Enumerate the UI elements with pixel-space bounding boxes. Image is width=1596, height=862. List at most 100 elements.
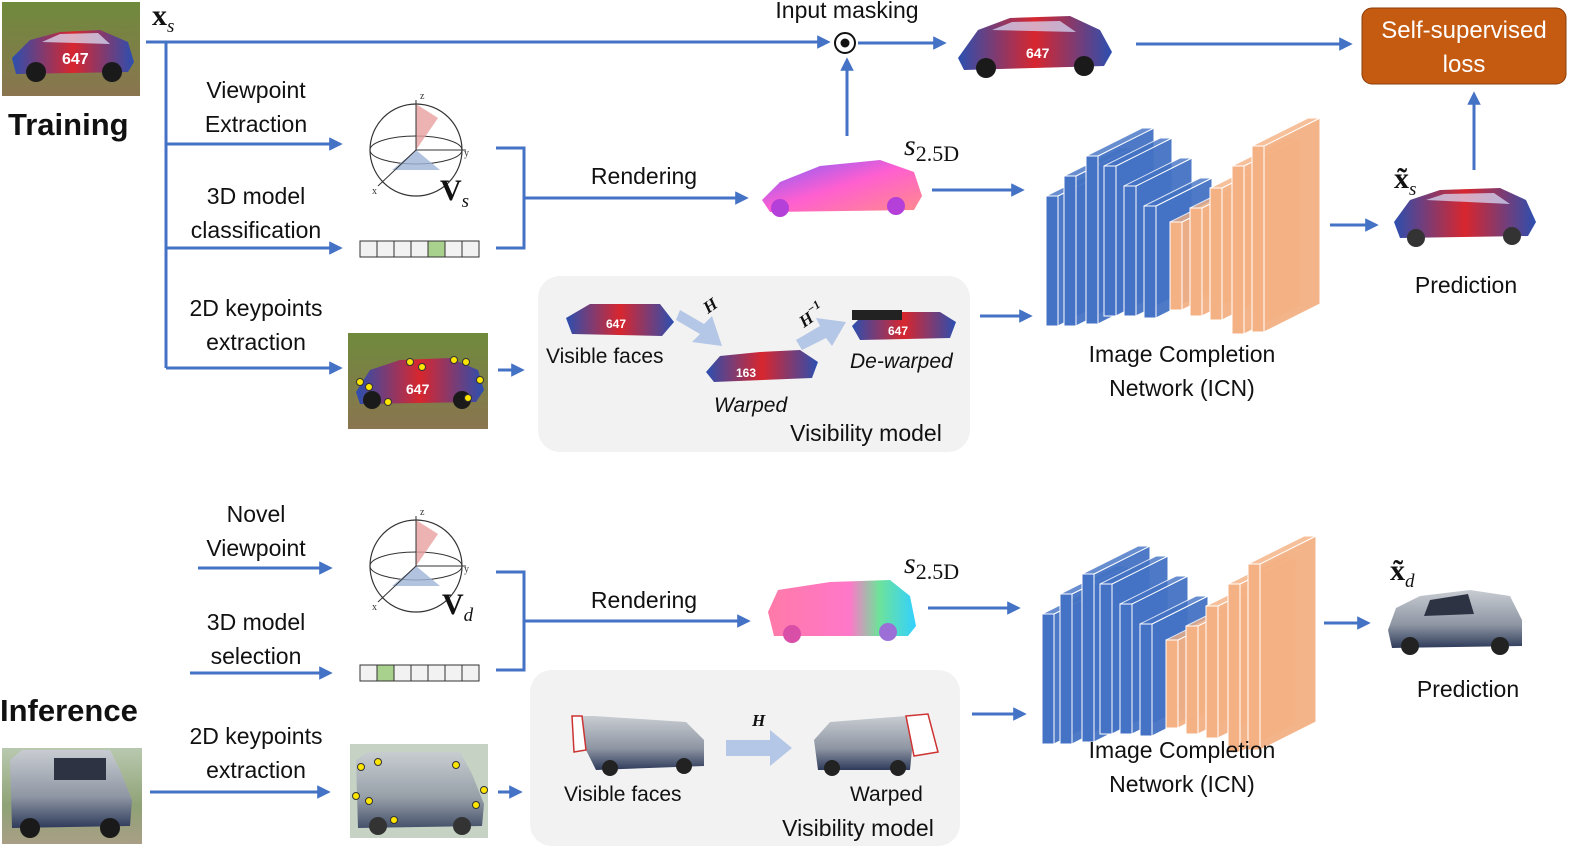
viewpoint-extraction-label-1: Viewpoint bbox=[206, 77, 306, 103]
one-hot-cell bbox=[393, 240, 412, 258]
icn-network-inference bbox=[1041, 535, 1317, 753]
inference-prediction-image bbox=[1388, 590, 1522, 655]
inference-bracket bbox=[496, 570, 526, 672]
one-hot-cell bbox=[376, 240, 395, 258]
icn-layer-front bbox=[1081, 573, 1095, 743]
icn-layer-front bbox=[1169, 221, 1183, 311]
novel-viewpoint-label-1: Novel bbox=[227, 501, 286, 527]
viewpoint-sphere-icon-inference: z y x bbox=[369, 507, 469, 613]
one-hot-cell bbox=[444, 240, 463, 258]
one-hot-cell bbox=[444, 664, 463, 682]
warped-label-inference: Warped bbox=[850, 783, 923, 806]
icn-label-2-inference: Network (ICN) bbox=[1109, 771, 1255, 797]
icn-label-2-train: Network (ICN) bbox=[1109, 375, 1255, 401]
inference-rendered-car bbox=[768, 580, 916, 643]
inference-visibility-panel bbox=[530, 670, 960, 846]
svg-text:y: y bbox=[464, 148, 469, 159]
svg-text:z: z bbox=[420, 507, 425, 518]
dewarped-label-train: De-warped bbox=[850, 350, 954, 373]
icn-layer-front bbox=[1139, 623, 1153, 737]
viewpoint-symbol-train: Vs bbox=[440, 174, 469, 212]
svg-text:647: 647 bbox=[888, 324, 908, 338]
icn-layer-side bbox=[1263, 117, 1321, 333]
loss-label-line2: loss bbox=[1443, 51, 1486, 78]
icn-label-1-inference: Image Completion bbox=[1089, 737, 1276, 763]
svg-text:647: 647 bbox=[406, 381, 430, 397]
svg-text:163: 163 bbox=[736, 366, 756, 380]
inference-prediction-label: Prediction bbox=[1417, 676, 1519, 702]
icn-layer-front bbox=[1123, 185, 1137, 317]
keypoints-label-2-train: extraction bbox=[206, 329, 306, 355]
icn-layer-front bbox=[1185, 625, 1199, 735]
novel-viewpoint-label-2: Viewpoint bbox=[206, 535, 306, 561]
visibility-model-label-inference: Visibility model bbox=[782, 815, 934, 841]
icn-layer-front bbox=[1189, 207, 1203, 317]
inference-input-image bbox=[2, 748, 142, 844]
icn-layer-front bbox=[1085, 155, 1099, 325]
training-s25d-label: s2.5D bbox=[904, 129, 959, 166]
inference-s25d-label: s2.5D bbox=[904, 547, 959, 584]
svg-text:647: 647 bbox=[62, 51, 89, 68]
one-hot-cell bbox=[393, 664, 412, 682]
one-hot-vector-icon-inference bbox=[359, 664, 480, 682]
svg-text:z: z bbox=[420, 91, 425, 102]
training-section-label: Training bbox=[8, 107, 129, 142]
svg-text:y: y bbox=[464, 564, 469, 575]
icn-layer-front bbox=[1063, 175, 1077, 327]
icn-layer-front bbox=[1041, 613, 1055, 745]
svg-text:xs: xs bbox=[152, 0, 174, 37]
one-hot-cell bbox=[427, 240, 446, 258]
self-supervised-loss-box: Self-supervised loss bbox=[1361, 7, 1567, 85]
keypoints-label-2-inference: extraction bbox=[206, 757, 306, 783]
one-hot-cell bbox=[461, 664, 480, 682]
training-rendering-label: Rendering bbox=[591, 163, 697, 189]
one-hot-vector-icon bbox=[359, 240, 480, 258]
one-hot-cell bbox=[359, 240, 378, 258]
one-hot-cell bbox=[376, 664, 395, 682]
keypoint-dots bbox=[356, 356, 484, 406]
training-rendered-car bbox=[762, 160, 922, 217]
inference-section-label: Inference bbox=[0, 693, 138, 728]
model-selection-label-2: selection bbox=[211, 643, 302, 669]
viewpoint-extraction-label-2: Extraction bbox=[205, 111, 307, 137]
icn-layer-side bbox=[1259, 535, 1317, 751]
visibility-model-label-train: Visibility model bbox=[790, 420, 942, 446]
icn-layer-front bbox=[1059, 593, 1073, 745]
svg-text:x: x bbox=[372, 602, 377, 613]
training-prediction-label: Prediction bbox=[1415, 272, 1517, 298]
loss-label-line1: Self-supervised bbox=[1381, 17, 1546, 44]
masked-car-image: 647 bbox=[958, 16, 1112, 78]
one-hot-cell bbox=[427, 664, 446, 682]
icn-layer-front bbox=[1247, 563, 1261, 751]
inference-prediction-symbol: x̃d bbox=[1390, 554, 1415, 592]
training-visibility-panel: 647 163 647 bbox=[538, 276, 970, 452]
icn-layer-front bbox=[1209, 187, 1223, 321]
one-hot-cell bbox=[359, 664, 378, 682]
icn-network-train bbox=[1045, 117, 1321, 335]
model-classification-label-1: 3D model bbox=[207, 183, 305, 209]
icn-layer-front bbox=[1099, 583, 1113, 735]
training-input-image: 647 bbox=[2, 2, 140, 96]
icn-layer-front bbox=[1231, 165, 1245, 335]
keypoints-label-1-inference: 2D keypoints bbox=[190, 723, 323, 749]
inference-rendering-label: Rendering bbox=[591, 587, 697, 613]
training-bracket bbox=[496, 146, 526, 250]
training-input-symbol: xs bbox=[152, 0, 174, 37]
training-prediction-image bbox=[1394, 188, 1536, 247]
training-prediction-symbol: x̃s bbox=[1394, 162, 1416, 200]
inference-keypoints-image bbox=[350, 744, 488, 838]
svg-text:647: 647 bbox=[606, 317, 626, 331]
icn-layer-front bbox=[1119, 603, 1133, 735]
model-classification-label-2: classification bbox=[191, 217, 321, 243]
visible-faces-label-train: Visible faces bbox=[546, 345, 664, 368]
icn-layer-front bbox=[1251, 145, 1265, 333]
visible-faces-label-inference: Visible faces bbox=[564, 783, 682, 806]
icn-layer-front bbox=[1143, 205, 1157, 319]
one-hot-cell bbox=[410, 664, 429, 682]
h-label-inference: H bbox=[751, 711, 766, 730]
viewpoint-symbol-inference: Vd bbox=[442, 588, 474, 626]
elementwise-product-icon bbox=[834, 32, 856, 54]
warped-label-train: Warped bbox=[714, 394, 788, 417]
one-hot-cell bbox=[461, 240, 480, 258]
